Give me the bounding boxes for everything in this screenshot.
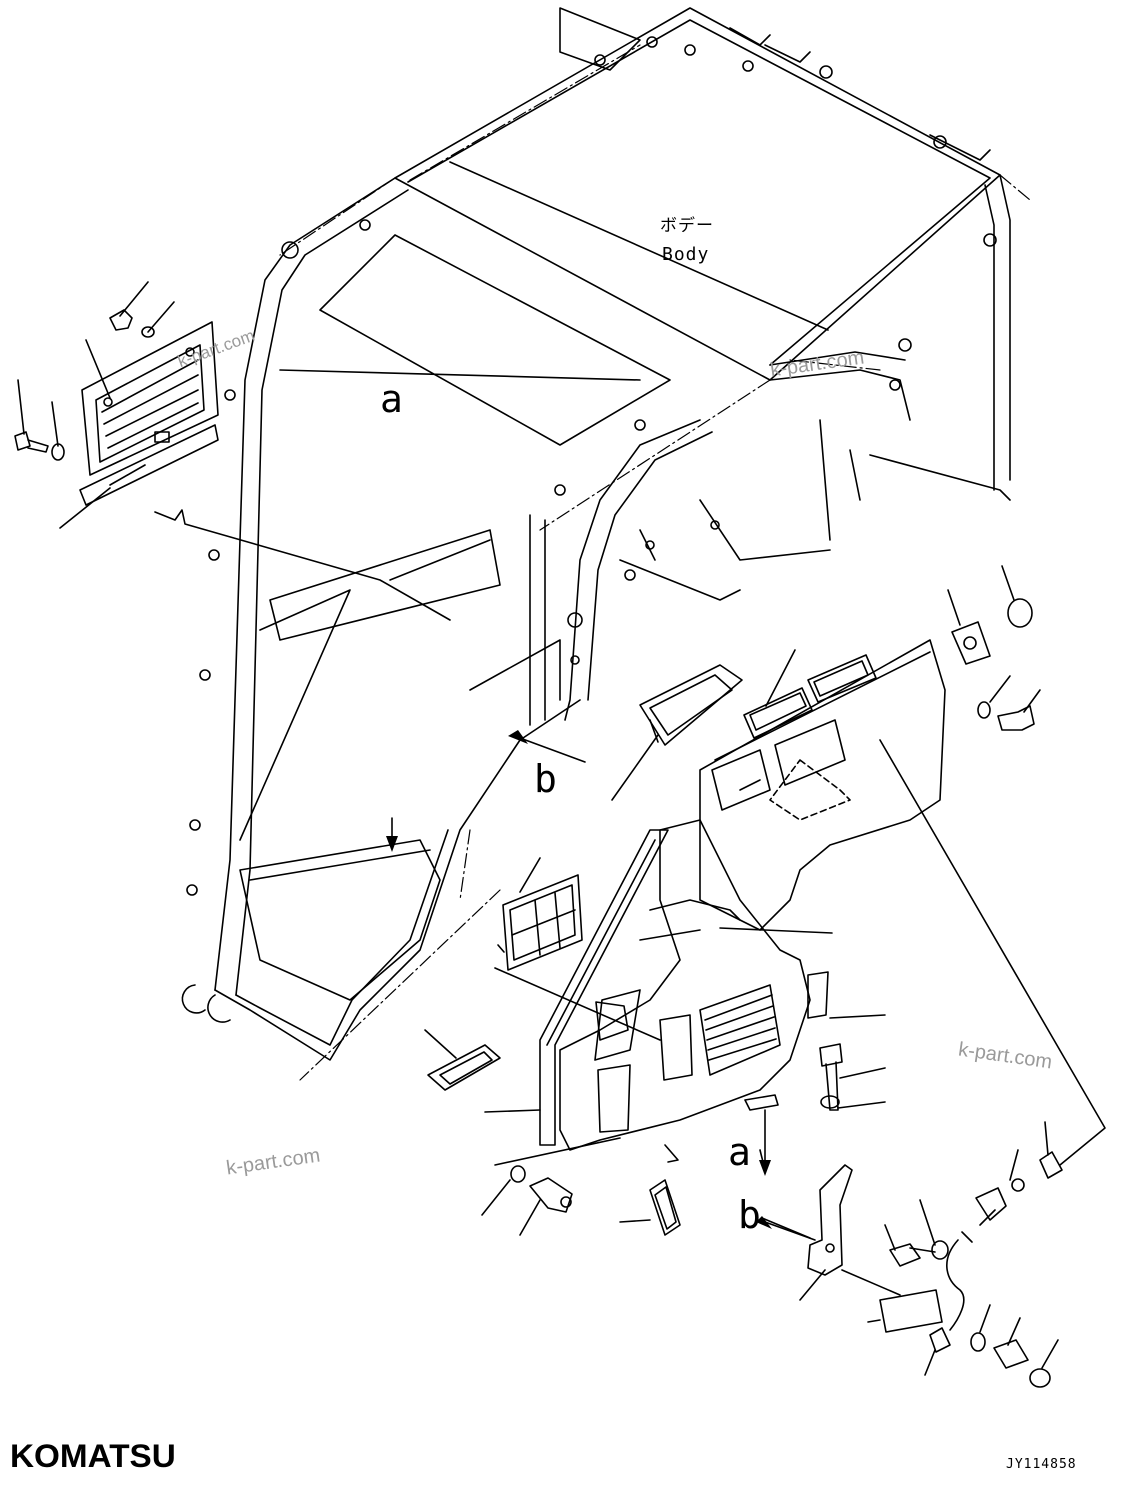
- bracket-harness: [761, 739, 1106, 1388]
- brand-logo: KOMATSU: [10, 1438, 176, 1474]
- view-marker-a-bottom: a: [728, 1130, 751, 1174]
- cab-roof: [394, 7, 1001, 381]
- view-marker-b-top: b: [534, 757, 557, 801]
- arrow-head-b-bottom: [756, 1216, 772, 1229]
- arrow-head-a-top: [386, 836, 398, 852]
- loose-vents: [424, 1001, 681, 1236]
- cab-frame: [181, 174, 1011, 1061]
- body-label-jp: ボデー: [660, 216, 714, 236]
- duct-assembly: [484, 639, 946, 1171]
- body-label-en: Body: [662, 244, 710, 265]
- drawing-code: JY114858: [1006, 1457, 1077, 1472]
- arrow-head-b-top: [508, 730, 528, 744]
- view-marker-b-bottom: b: [738, 1193, 761, 1237]
- view-arrows: [391, 737, 816, 1241]
- filter-element: [494, 857, 661, 1041]
- upper-right-vents: [611, 565, 1041, 801]
- view-marker-a-top: a: [380, 377, 403, 421]
- alignment-lines: [279, 44, 1031, 1081]
- upper-left-vent-panel: [14, 281, 451, 621]
- arrow-head-a-bottom: [759, 1160, 771, 1176]
